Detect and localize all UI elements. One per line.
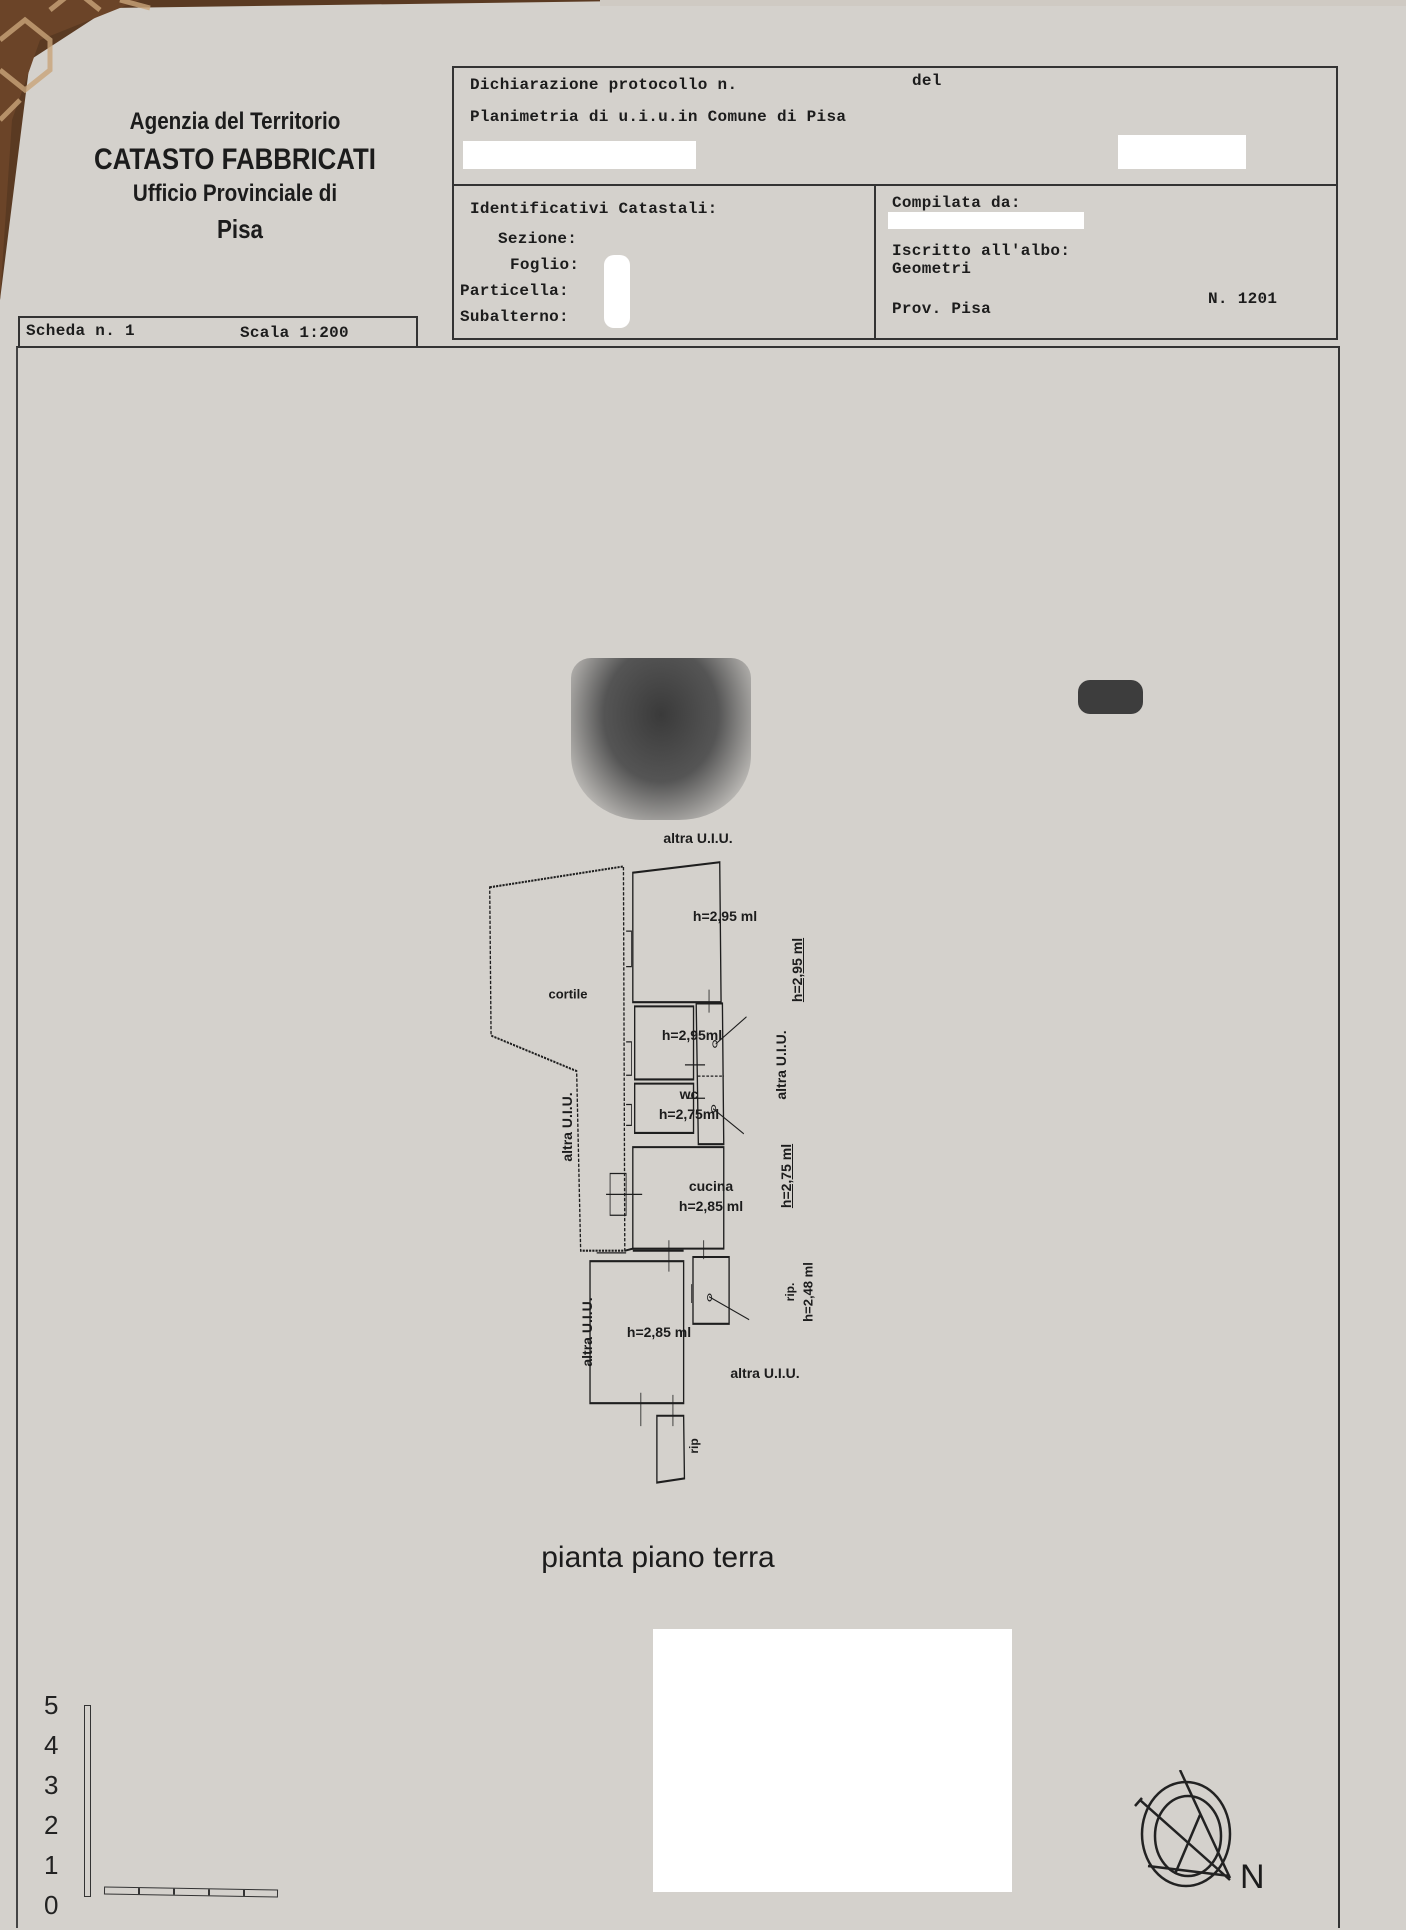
label-altra-uiu-right-bottom: altra U.I.U. — [730, 1365, 800, 1381]
iscritto-label: Iscritto all'albo: — [892, 242, 1071, 260]
label-cortile: cortile — [548, 986, 588, 1002]
room-top — [632, 861, 722, 1004]
scale-tick: 2 — [44, 1810, 59, 1840]
vertical-scale-bar — [84, 1705, 91, 1897]
label-corridor-height-1: h=2,95 ml — [789, 937, 805, 1003]
protocol-label: Dichiarazione protocollo n. — [470, 76, 738, 94]
label-cucina: cucina — [688, 1178, 734, 1194]
vertical-scale-ticks: 5 4 3 2 1 0 — [44, 1690, 74, 1930]
label-altra-uiu-left-lower: altra U.I.U. — [579, 1297, 595, 1367]
cortile-outline — [489, 865, 626, 1252]
scale-tick: 1 — [44, 1850, 59, 1880]
label-rip-small: rip — [687, 1438, 701, 1454]
registration-number: N. 1201 — [1208, 290, 1278, 308]
storage — [692, 1255, 730, 1325]
label-rip: rip. — [783, 1282, 797, 1302]
drawing-frame — [16, 346, 1340, 1928]
particella-label: Particella: — [460, 282, 569, 300]
label-room-lower-height: h=2,85 ml — [626, 1324, 692, 1340]
small-storage — [656, 1414, 686, 1484]
scale-tick: 0 — [44, 1890, 59, 1920]
subalterno-label: Subalterno: — [460, 308, 569, 326]
label-altra-uiu-right: altra U.I.U. — [773, 1030, 789, 1100]
room-wc — [634, 1082, 695, 1134]
sheet-scale: Scala 1:200 — [240, 324, 349, 342]
ink-smudge — [571, 658, 751, 820]
label-altra-uiu-top: altra U.I.U. — [663, 830, 733, 846]
room-2 — [634, 1005, 695, 1081]
albo-value: Geometri — [892, 260, 972, 278]
agency-name: Agenzia del Territorio — [129, 108, 341, 135]
label-wc: wc — [679, 1086, 699, 1102]
del-label: del — [912, 72, 942, 90]
ink-smudge — [1078, 680, 1143, 714]
label-room2-height: h=2,95ml — [661, 1027, 723, 1043]
sheet-box: Scheda n. 1 Scala 1:200 — [18, 316, 418, 348]
redaction-box — [1118, 135, 1246, 169]
label-wc-height: h=2,75ml — [658, 1106, 720, 1122]
floor-plan — [489, 861, 750, 1484]
compass-north-label: N — [1240, 1858, 1265, 1896]
scale-tick: 3 — [44, 1770, 59, 1800]
corridor — [695, 1002, 725, 1146]
provincial-city: Pisa — [216, 214, 264, 244]
label-rip-height: h=2,48 ml — [800, 1262, 816, 1322]
header-divider — [454, 184, 1336, 186]
redaction-box — [604, 255, 630, 328]
redaction-box — [888, 212, 1084, 229]
label-cucina-height: h=2,85 ml — [678, 1198, 744, 1214]
label-corridor-height-2: h=2,75 ml — [778, 1143, 794, 1209]
north-compass-icon — [1134, 1770, 1232, 1888]
province-label: Prov. Pisa — [892, 300, 992, 318]
office-name: CATASTO FABBRICATI — [94, 143, 376, 176]
plan-title: pianta piano terra — [541, 1541, 775, 1574]
room-lower — [589, 1260, 685, 1405]
planimetria-label: Planimetria di u.i.u.in Comune di Pisa — [470, 108, 847, 126]
label-altra-uiu-left: altra U.I.U. — [559, 1092, 575, 1162]
compilata-label: Compilata da: — [892, 194, 1021, 212]
identificativi-label: Identificativi Catastali: — [470, 200, 718, 218]
header-vertical-divider — [874, 184, 876, 338]
scale-tick: 4 — [44, 1730, 59, 1760]
sheet-number: Scheda n. 1 — [26, 322, 135, 340]
provincial-office: Ufficio Provinciale di — [132, 180, 338, 207]
redaction-box — [653, 1629, 1012, 1892]
header-box: Dichiarazione protocollo n. del Planimet… — [452, 66, 1338, 340]
label-room1-height: h=2,95 ml — [692, 908, 758, 924]
scale-tick: 5 — [44, 1690, 59, 1720]
sezione-label: Sezione: — [498, 230, 578, 248]
redaction-box — [463, 141, 696, 169]
foglio-label: Foglio: — [510, 256, 580, 274]
kitchen — [632, 1146, 725, 1250]
